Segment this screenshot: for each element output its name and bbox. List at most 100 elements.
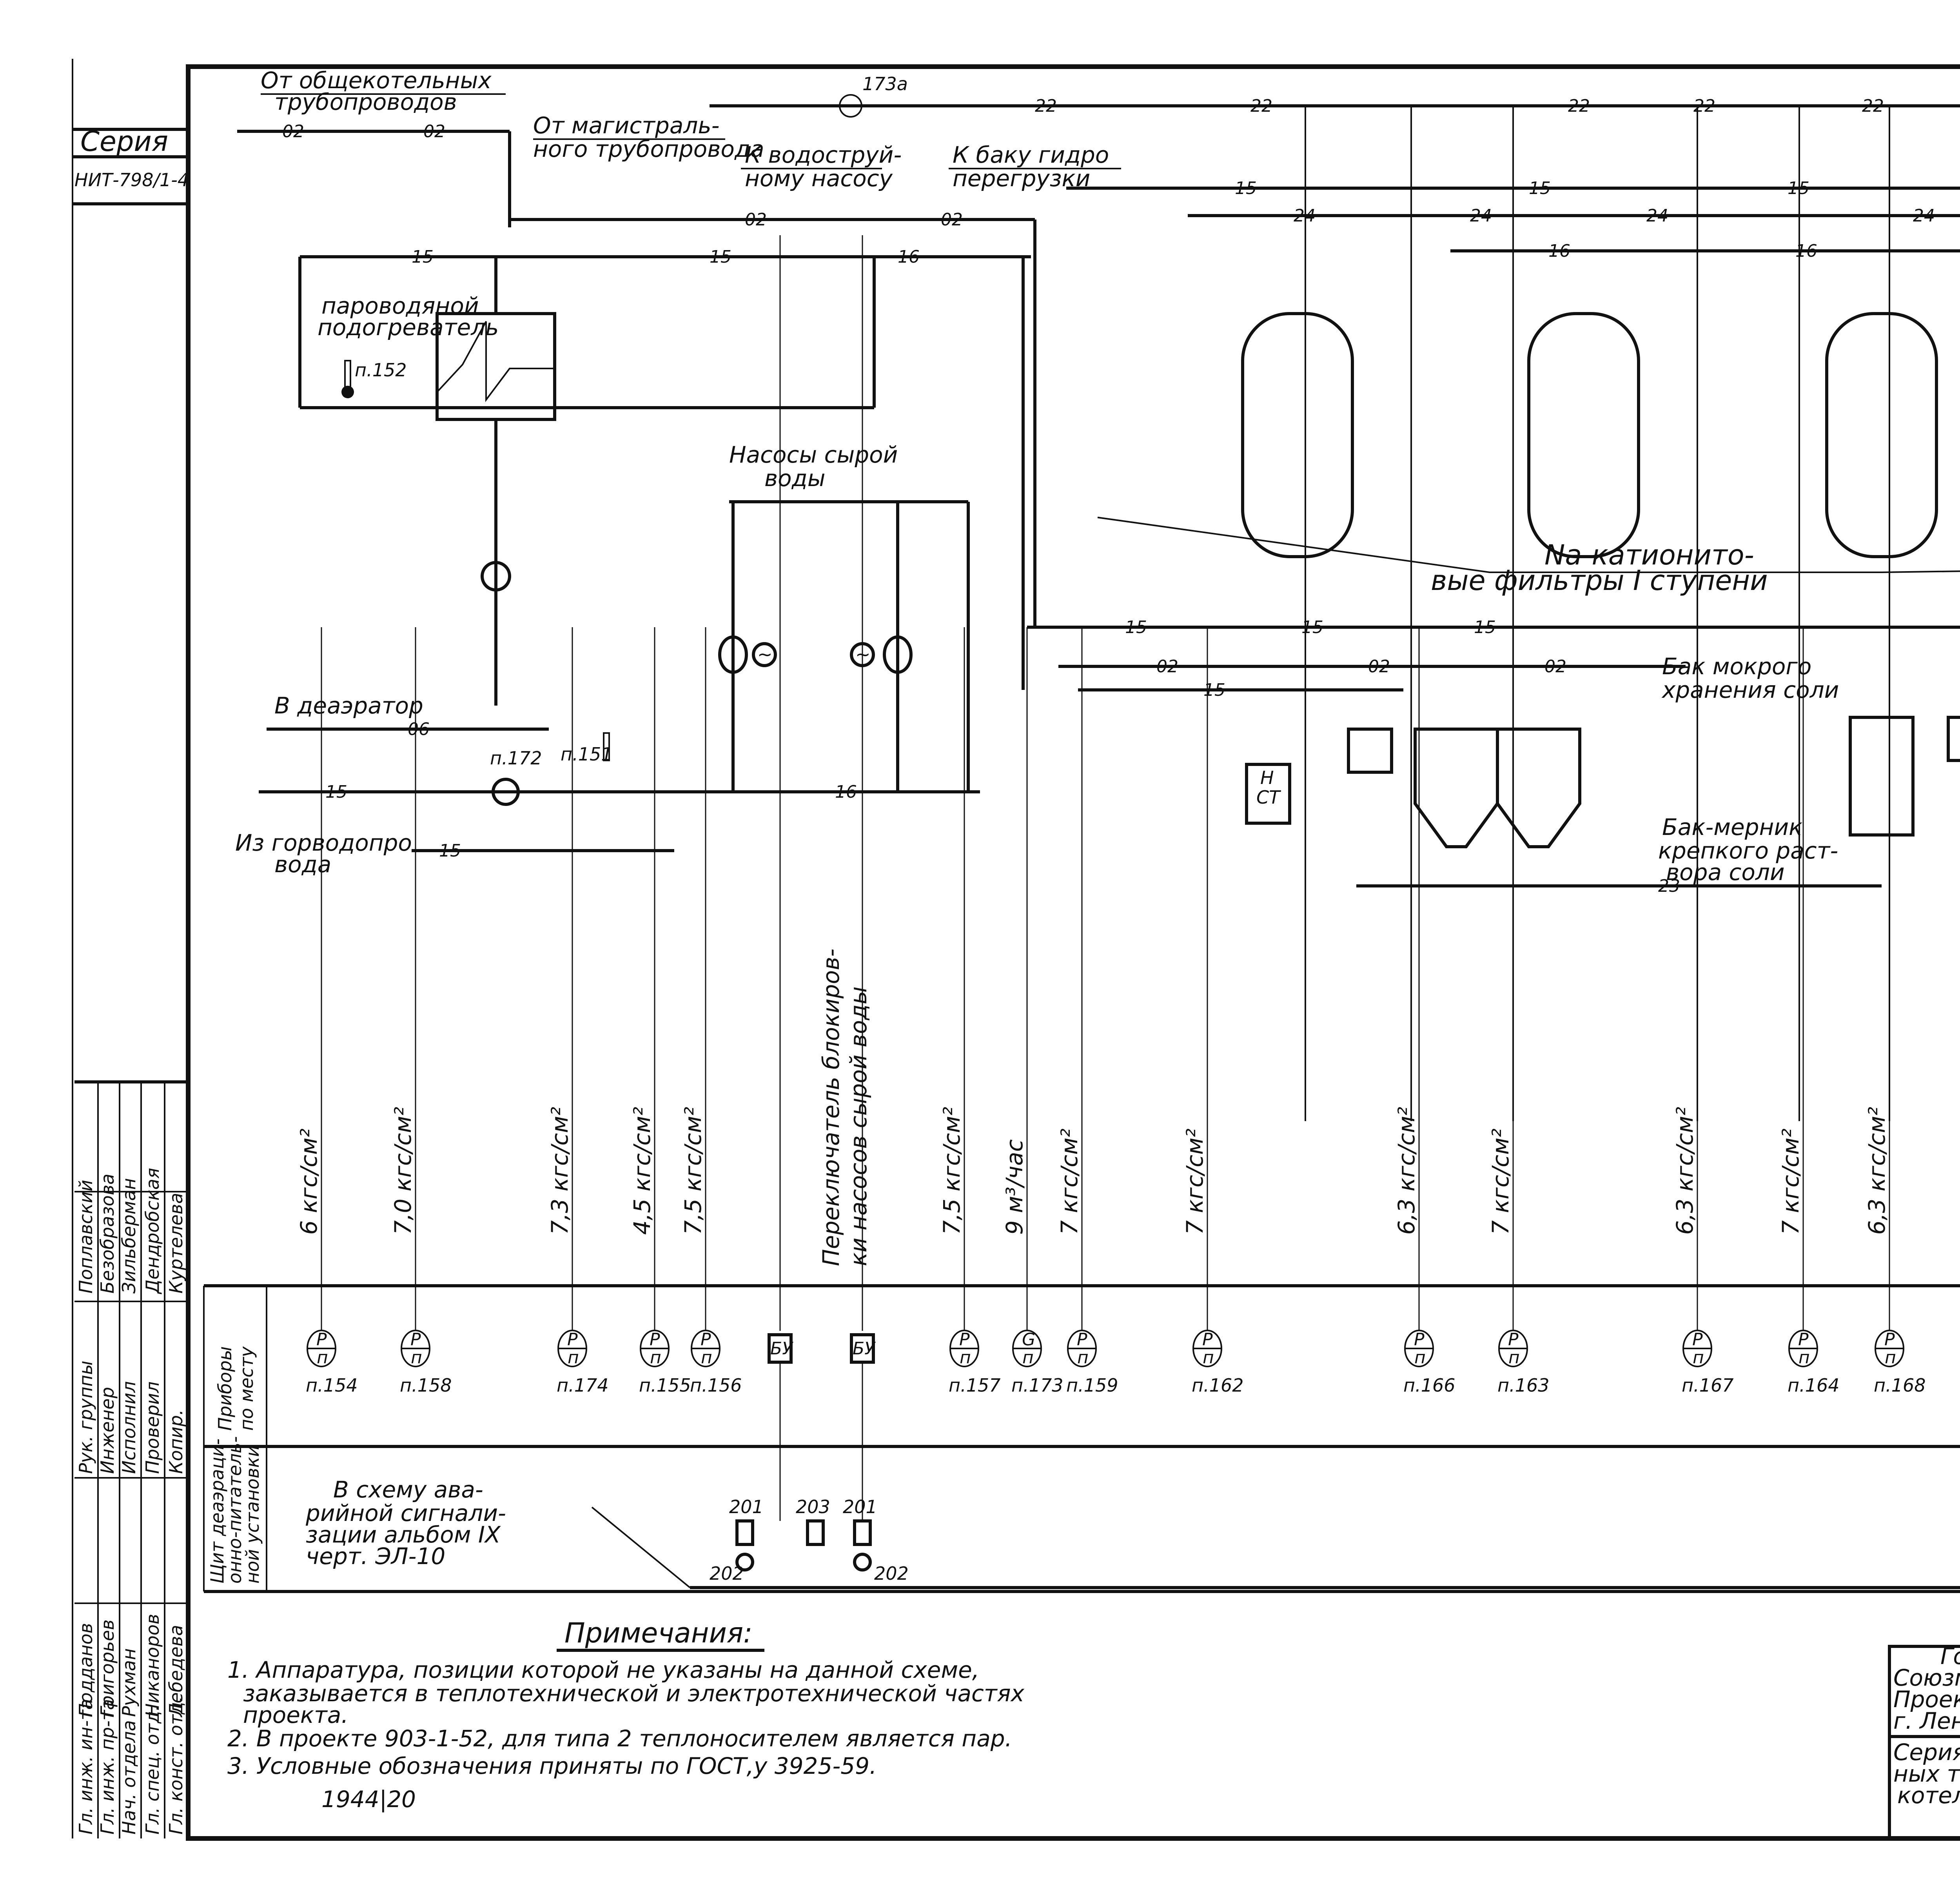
instrument-type: G — [1022, 1330, 1035, 1350]
relay-201-left — [735, 1519, 754, 1546]
stamp-role: Гл. инж. ин-та — [75, 1699, 96, 1835]
na-filters: Na-катионито- вые фильтры I ступени — [1097, 106, 1960, 1121]
instrument-tag: п.167 — [1682, 1375, 1734, 1396]
stamp-name: Поплавский — [75, 1180, 96, 1294]
instrument-type: P — [1884, 1330, 1895, 1350]
stamp-role: Рук. группы — [75, 1361, 96, 1474]
stamp-role: Гл. инж. пр-та — [97, 1699, 118, 1835]
pipe-code: 02 — [1156, 657, 1178, 677]
tb-series-3: котельных с котлами — [1897, 1782, 1960, 1809]
tb-org-2: Союзмашстройпроект — [1893, 1664, 1960, 1691]
instrument-sub: п — [1798, 1348, 1810, 1368]
stamp-role: Исполнил — [118, 1381, 140, 1474]
pipe-code: 02 — [1544, 657, 1566, 677]
label-na-filters-2: вые фильтры I ступени — [1431, 564, 1768, 597]
stamp-role: Нач. отдела — [118, 1720, 140, 1835]
label-raw-water-pumps-2: воды — [764, 465, 826, 492]
instrument-tag: п.164 — [1788, 1375, 1840, 1396]
motor-symbol: ~ — [757, 644, 773, 665]
instrument-range: 6,3 кгс/см² — [1393, 1107, 1420, 1235]
instrument-tag: п.163 — [1497, 1375, 1550, 1396]
stamp-name: Григорьев — [97, 1619, 118, 1717]
ct-label: CT — [1256, 787, 1281, 808]
instrument-range: 7,0 кгс/см² — [390, 1107, 416, 1235]
instrument-sub: п — [960, 1348, 971, 1368]
stamp-name: Безобразова — [97, 1174, 118, 1294]
pipe-code: 24 — [1913, 206, 1935, 226]
approval-stamp — [74, 1080, 188, 1838]
instrument-sub: п — [1693, 1348, 1704, 1368]
instrument-tag: п.168 — [1874, 1375, 1926, 1396]
instrument-sub: п — [1885, 1348, 1896, 1368]
instrument-sub: п — [1077, 1348, 1089, 1368]
lamp-tag-202-left: 202 — [710, 1563, 744, 1584]
note-1b: заказывается в теплотехнической и электр… — [243, 1680, 1025, 1707]
stamp-name: Лебедева — [165, 1625, 187, 1718]
label-heater-2: подогреватель — [318, 314, 499, 341]
label-from-main-pipe-1: От магистраль- — [533, 112, 720, 139]
alarm-tag-201: 201 — [729, 1496, 764, 1517]
label-from-main-pipe-2: ного трубопровода — [533, 136, 764, 162]
instrument-type: P — [567, 1330, 578, 1350]
stamp-name: Никаноров — [142, 1614, 163, 1717]
alarm-ref-3: зации альбом IX — [306, 1521, 501, 1548]
pipe-code: 15 — [439, 841, 461, 861]
pipe-code: 02 — [282, 122, 304, 142]
label-raw-water-pumps-1: Насосы сырой — [729, 441, 898, 468]
stamp-name: Рухман — [118, 1648, 140, 1717]
tag-p152: п.152 — [355, 359, 407, 381]
pipe-code: 02 — [745, 210, 767, 230]
instrument-range: 7 кгс/см² — [1487, 1129, 1514, 1235]
relay-201-right — [853, 1519, 872, 1546]
pipe-code: 15 — [1529, 178, 1551, 198]
pipe-code: 23 — [1658, 876, 1680, 896]
pipelines — [237, 104, 1960, 887]
alarm-ref-4: черт. ЭЛ-10 — [306, 1543, 445, 1570]
label-interlock-2: ки насосов сырой воды — [845, 986, 872, 1266]
frame: Серия НИТ-798/1-4 4 — [72, 59, 1960, 1841]
pipe-code: 22 — [1250, 96, 1272, 116]
instrument-range: 7 кгс/см² — [1181, 1129, 1208, 1235]
top-callouts: От общекотельных трубопроводов От магист… — [261, 67, 1121, 192]
stamp-name: Дендробская — [142, 1168, 163, 1294]
instrument-sub: п — [650, 1348, 661, 1368]
wet-salt-tank-2 — [1496, 728, 1581, 848]
na-filter-2 — [1527, 312, 1640, 558]
pipe-code: 15 — [1235, 178, 1257, 198]
instrument-type: P — [1692, 1330, 1703, 1350]
note-1a: 1. Аппаратура, позиции которой не указан… — [227, 1657, 979, 1683]
stamp-role: Проверил — [142, 1381, 163, 1474]
label-brine-3: вора соли — [1666, 859, 1785, 886]
instrument-tag: п.162 — [1192, 1375, 1244, 1396]
relay-203 — [806, 1519, 825, 1546]
sight-glass-icon — [481, 561, 511, 592]
instrument-sub: п — [568, 1348, 579, 1368]
thermometer-bulb-icon — [341, 386, 354, 398]
instrument-table: Приборы по месту Щит деаэраци- онно-пита… — [203, 1284, 1960, 1593]
instrument-range: 7,5 кгс/см² — [938, 1107, 965, 1235]
instrument-tag: п.174 — [557, 1375, 609, 1396]
instrument-type: P — [1798, 1330, 1809, 1350]
label-wet-salt-2: хранения соли — [1661, 677, 1839, 703]
series-label: Серия — [80, 125, 168, 158]
stamp-role: Гл. спец. отд. — [142, 1705, 163, 1835]
instrument-range: 7,5 кгс/см² — [680, 1107, 706, 1235]
pipe-code: 02 — [1368, 657, 1390, 677]
note-2: 2. В проекте 903-1-52, для типа 2 теплон… — [227, 1725, 1012, 1752]
instrument-sub: п — [1414, 1348, 1426, 1368]
tb-series-2: ных типовых проектов — [1893, 1760, 1960, 1787]
label-interlock-1: Переключатель блокиров- — [818, 949, 844, 1266]
instrument-tag: п.159 — [1066, 1375, 1118, 1396]
stamp-role: Инженер — [97, 1387, 118, 1474]
instrument-tag: п.156 — [690, 1375, 742, 1396]
instrument-bu-6: БУ — [850, 235, 876, 1521]
tb-org-1: Госстрой СССР — [1940, 1643, 1960, 1670]
